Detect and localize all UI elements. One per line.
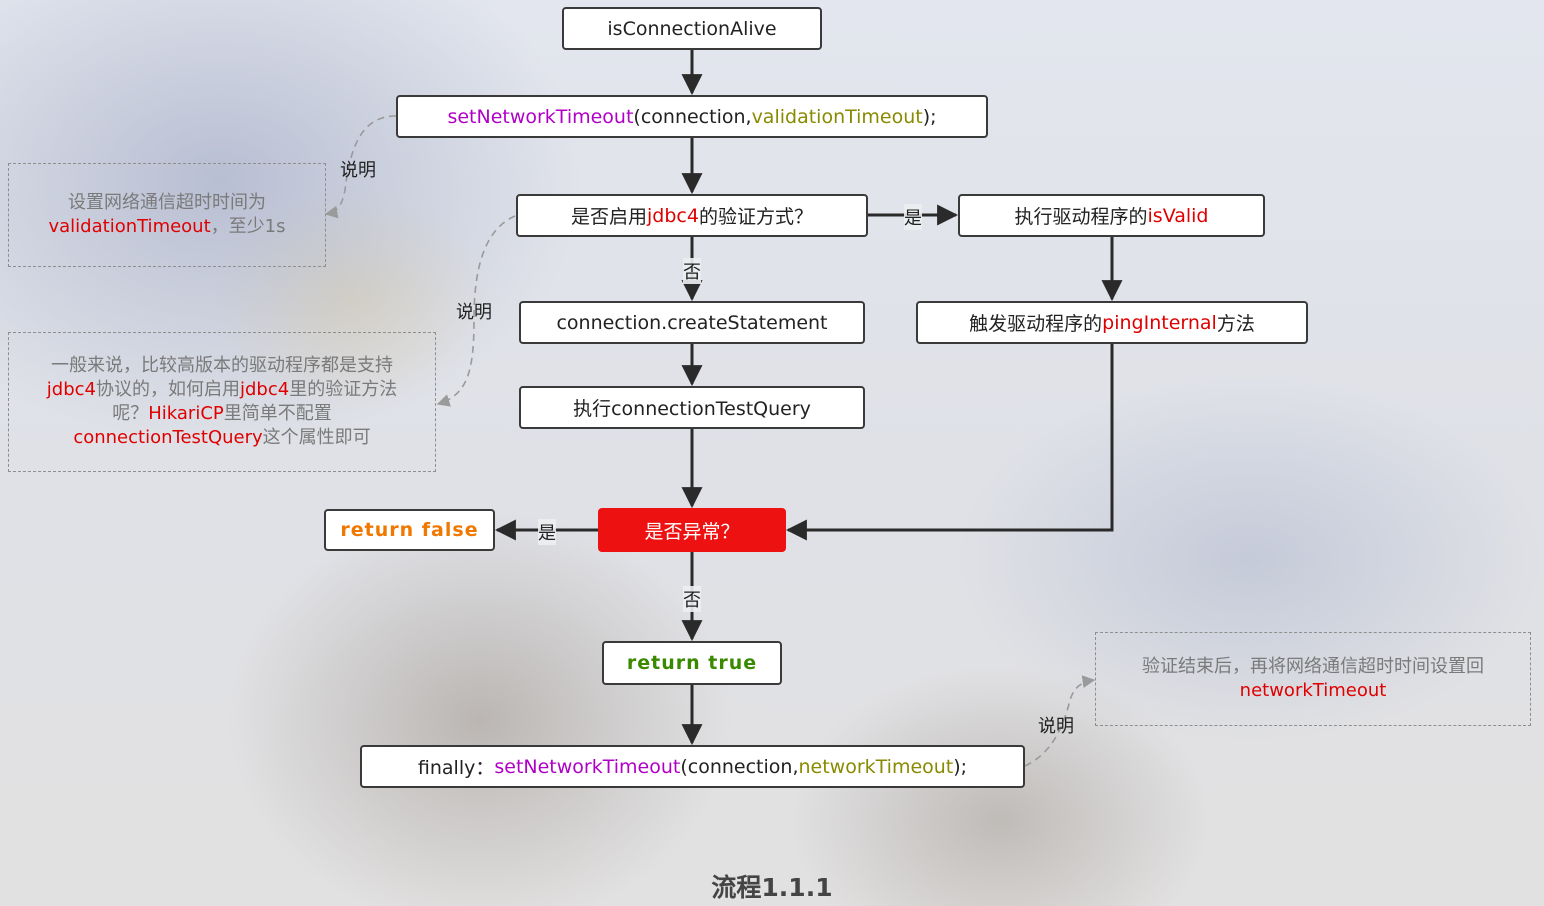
note2-label: 说明 [456,302,492,323]
ping-pre: 触发驱动程序的 [969,313,1103,335]
exec-test-query-node: 执行connectionTestQuery [519,386,865,429]
note2-k3: HikariCP [148,403,224,424]
note2-connector [436,215,516,407]
create-statement-label: connection.createStatement [556,311,828,334]
set-network-timeout-node: setNetworkTimeout(connection, validation… [396,95,988,138]
exception-label: 是否异常？ [644,520,740,543]
return-false-node: return false [324,509,495,551]
note3-label: 说明 [1038,716,1074,737]
jdbc4-post: 的验证方式？ [698,206,813,228]
note3-key: networkTimeout [1239,680,1387,701]
note2-t2: 协议的，如何启用 [96,379,240,400]
finally-prefix: finally： [417,757,495,779]
note2-k4: connectionTestQuery [73,427,263,448]
note2-t1: 一般来说，比较高版本的驱动程序都是支持 [51,355,393,376]
note-validation-timeout: 设置网络通信超时时间为 validationTimeout，至少1s [8,163,326,267]
note2-t3: 里的验证方法 [289,379,398,400]
start-node-label: isConnectionAlive [607,17,777,40]
isvalid-pre: 执行驱动程序的 [1014,206,1148,228]
edge-label-yes-isvalid: 是 [904,204,922,230]
ping-key: pingInternal [1102,311,1217,334]
isvalid-key: isValid [1147,204,1209,227]
finally-node: finally：setNetworkTimeout(connection, ne… [360,745,1025,788]
finally-args-open: (connection, [680,755,799,778]
finally-arg: networkTimeout [798,755,954,778]
finally-method: setNetworkTimeout [494,755,681,778]
edge-label-yes-returnfalse: 是 [538,519,556,545]
jdbc4-pre: 是否启用 [571,206,648,228]
note3-connector [1024,675,1096,767]
note1-line1: 设置网络通信超时时间为 [68,192,266,213]
set-timeout-args-open: (connection, [633,105,752,128]
create-statement-node: connection.createStatement [519,301,865,344]
ping-post: 方法 [1216,313,1255,335]
set-timeout-arg: validationTimeout [751,105,923,128]
exec-query-label: 执行connectionTestQuery [573,398,811,420]
note1-tail: ，至少1s [210,216,286,237]
finally-args-close: ); [953,755,968,778]
start-node: isConnectionAlive [562,7,822,50]
note2-t5: 里简单不配置 [223,403,332,424]
note3-line1: 验证结束后，再将网络通信超时时间设置回 [1142,656,1484,677]
set-timeout-args-close: ); [922,105,937,128]
jdbc4-key: jdbc4 [647,204,699,227]
note1-connector [324,115,397,219]
set-timeout-method: setNetworkTimeout [447,105,634,128]
return-true-node: return true [602,641,782,685]
note1-label: 说明 [340,160,376,181]
edge-label-no-returntrue: 否 [683,586,701,612]
note2-k2: jdbc4 [240,379,290,400]
exception-decision-node: 是否异常？ [598,508,786,552]
note2-t6: 这个属性即可 [262,427,371,448]
note2-t4: 呢？ [112,403,149,424]
edge-label-no-createstatement: 否 [683,258,701,284]
note1-key: validationTimeout [48,216,211,237]
note-network-timeout: 验证结束后，再将网络通信超时时间设置回 networkTimeout [1095,632,1531,726]
note-jdbc4-explanation: 一般来说，比较高版本的驱动程序都是支持 jdbc4协议的，如何启用jdbc4里的… [8,332,436,472]
return-false-label: return false [340,519,479,541]
return-true-label: return true [626,652,758,674]
edge-ping-to-exception [785,344,1114,541]
diagram-caption: 流程1.1.1 [711,873,833,902]
note2-k1: jdbc4 [46,379,96,400]
